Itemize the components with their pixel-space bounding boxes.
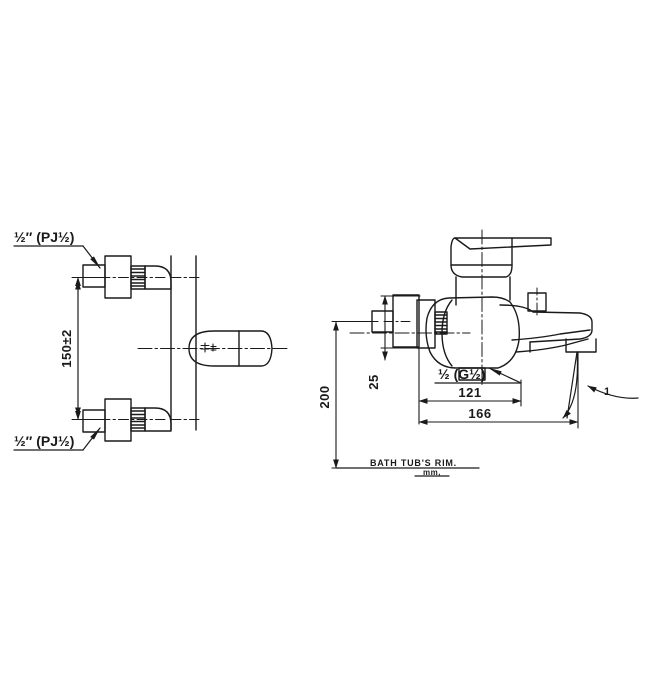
side-cartridge-neck (455, 276, 511, 306)
front-elevation-geometry (71, 255, 289, 442)
units-note-label: mm, (423, 468, 441, 477)
side-outlet-nozzle (565, 338, 597, 353)
dim-25-label: 25 (366, 374, 381, 389)
leader-outlet-thread (434, 367, 522, 384)
leader-inlet-bottom (13, 427, 101, 451)
side-diverter-knob (527, 287, 547, 317)
front-wall-plate (170, 255, 197, 431)
side-lever-handle (450, 237, 552, 278)
outlet-thread-label: ½ (G½) (438, 366, 485, 382)
front-upper-inlet (71, 255, 200, 299)
dim-121-label: 121 (458, 385, 481, 400)
dim-150 (73, 276, 101, 421)
front-mixer-body (137, 330, 289, 367)
dim-166 (418, 351, 579, 429)
dim-200-label: 200 (317, 385, 332, 408)
datum-note-label: BATH TUB'S RIM. (370, 458, 457, 468)
inlet-bottom-thread-label: ½″ (PJ½) (14, 433, 74, 449)
inlet-top-thread-label: ½″ (PJ½) (14, 229, 74, 245)
dim-166-label: 166 (468, 406, 491, 421)
dim-200 (331, 320, 421, 469)
datum-note-rule (335, 467, 480, 477)
dim-25 (380, 295, 431, 361)
side-elevation-geometry (349, 229, 597, 386)
dim-150-label: 150±2 (59, 329, 74, 368)
swivel-arc (562, 351, 639, 419)
dim-121 (418, 347, 522, 425)
leader-inlet-top (13, 245, 101, 269)
side-outlet-boss (458, 367, 486, 381)
swivel-angle-label: 1 (604, 386, 610, 398)
side-spout-arm (499, 304, 593, 353)
